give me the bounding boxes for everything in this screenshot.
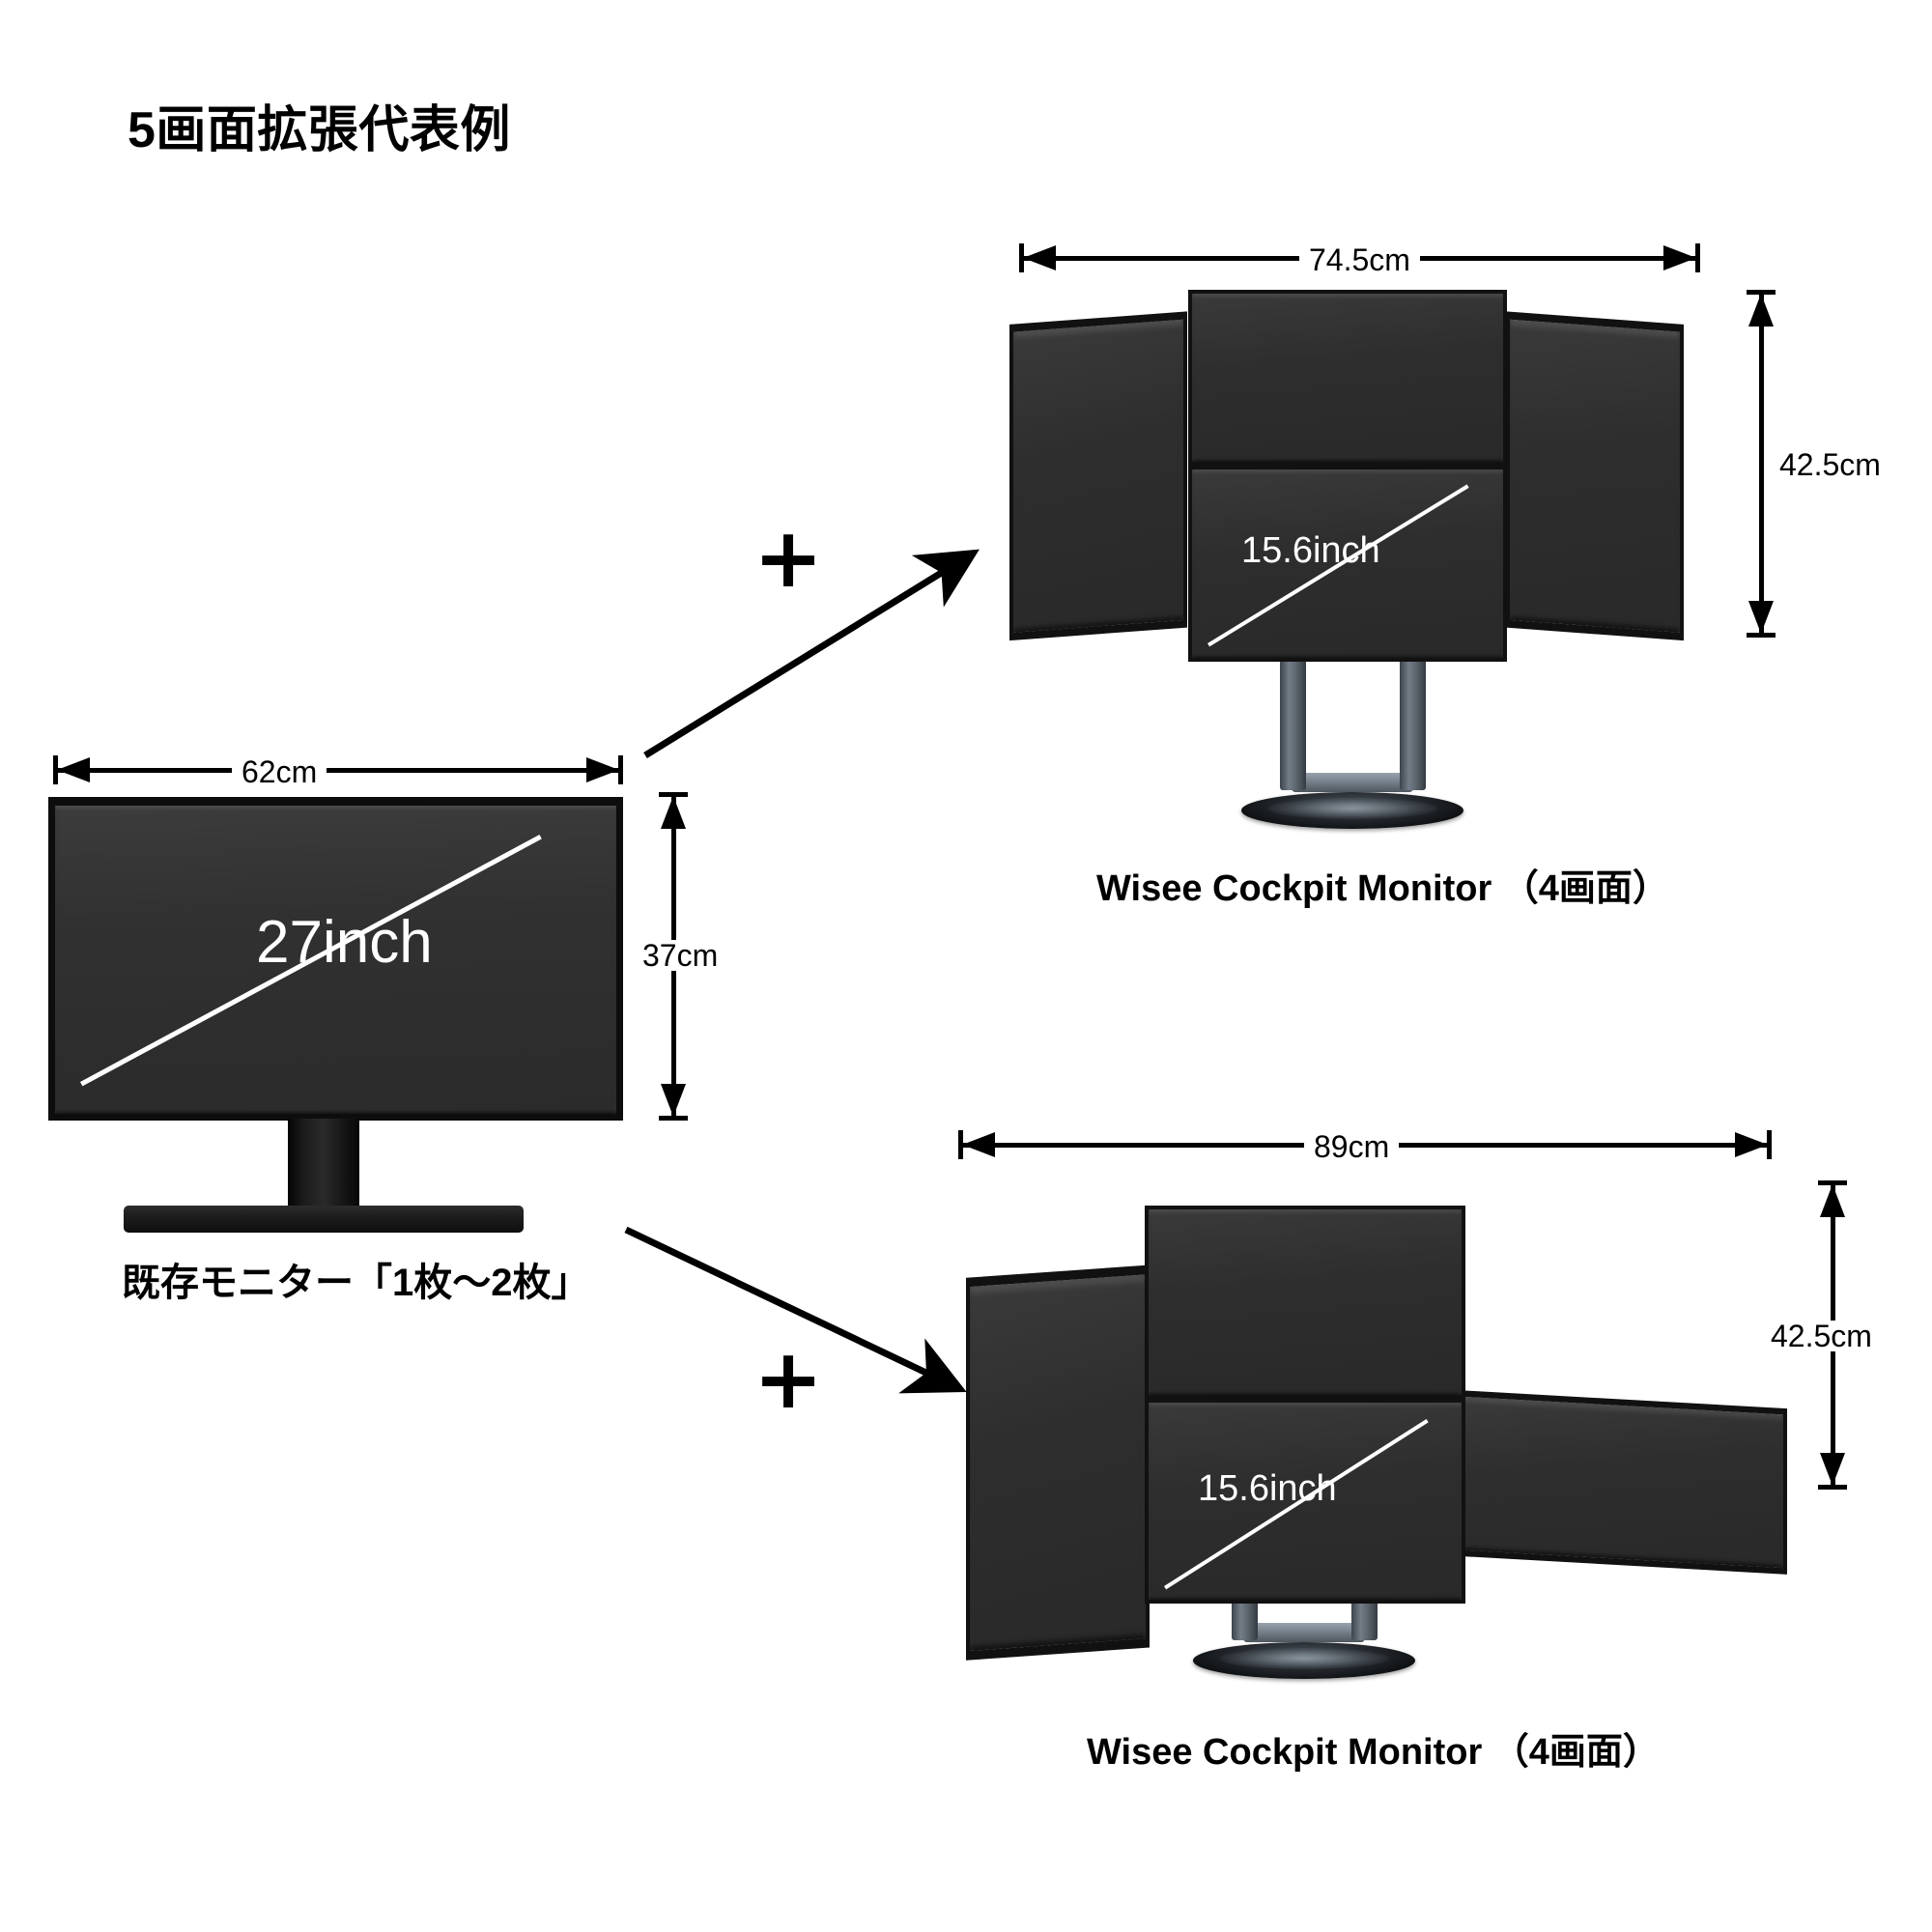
cockpit-top-stand-base-highlight [1267,798,1437,819]
arrow-down-icon [1748,601,1774,634]
dimension-cap-top [1747,290,1776,295]
cockpit-bottom-width-label: 89cm [1304,1131,1400,1162]
dimension-cap-bottom [1747,633,1776,638]
cockpit-top-panel-center-lower [1188,466,1507,662]
dimension-cap-right [1767,1130,1772,1159]
cockpit-bottom-panel-center-upper [1145,1206,1465,1399]
arrow-up-right-icon [643,549,980,758]
dimension-cap-bottom [659,1116,688,1121]
arrow-down-icon [1820,1453,1845,1486]
dimension-cap-left [53,755,58,784]
arrow-right-icon [586,757,619,782]
cockpit-top-panel-right [1506,311,1684,641]
page-title: 5画面拡張代表例 [128,102,511,158]
dimension-cap-top [1818,1180,1847,1185]
existing-monitor-caption: 既存モニター「1枚〜2枚」 [122,1262,590,1304]
monitor-stand-base [124,1206,524,1233]
cockpit-bottom-diagonal-label: 15.6inch [1198,1468,1337,1509]
arrow-right-icon [1735,1132,1768,1157]
plus-icon-bottom: + [753,1331,824,1428]
cockpit-bottom-stand-base-highlight [1219,1648,1389,1669]
cockpit-bottom-panel-left [966,1264,1150,1661]
arrow-down-icon [661,1084,686,1117]
cockpit-bottom-stand-crossbar [1243,1623,1365,1642]
dimension-cap-right [1695,243,1700,272]
cockpit-top-caption: Wisee Cockpit Monitor （4画面） [1096,868,1669,909]
cockpit-top-width-label: 74.5cm [1299,244,1420,275]
cockpit-bottom-panel-right [1459,1390,1787,1575]
arrow-left-icon [1023,245,1056,270]
cockpit-bottom-caption: Wisee Cockpit Monitor （4画面） [1087,1732,1660,1773]
arrow-down-right-icon [624,1226,967,1394]
existing-height-label: 37cm [633,940,728,971]
arrow-up-icon [1748,294,1774,327]
arrow-left-icon [962,1132,995,1157]
existing-width-dimension [53,753,623,786]
cockpit-top-diagonal-label: 15.6inch [1241,530,1380,571]
plus-icon-top: + [753,510,824,607]
arrow-left-icon [57,757,90,782]
monitor-stand-neck [288,1119,359,1213]
dimension-cap-bottom [1818,1485,1847,1490]
dimension-cap-left [958,1130,963,1159]
existing-width-label: 62cm [232,756,327,787]
existing-monitor-screen [48,797,623,1121]
existing-diagonal-label: 27inch [256,909,433,976]
arrow-up-icon [661,796,686,829]
dimension-cap-right [618,755,623,784]
cockpit-top-height-label: 42.5cm [1770,449,1890,480]
cockpit-bottom-height-label: 42.5cm [1761,1321,1882,1351]
cockpit-top-panel-center-upper [1188,290,1507,466]
arrow-up-icon [1820,1184,1845,1217]
dimension-cap-top [659,792,688,797]
dimension-rule [1758,290,1764,638]
cockpit-top-stand-crossbar [1292,773,1413,792]
arrow-right-icon [1663,245,1696,270]
dimension-rule [53,767,623,773]
dimension-cap-left [1019,243,1024,272]
cockpit-bottom-panel-center-lower [1145,1399,1465,1604]
cockpit-top-height-dimension [1745,290,1777,638]
cockpit-top-panel-left [1009,311,1187,641]
